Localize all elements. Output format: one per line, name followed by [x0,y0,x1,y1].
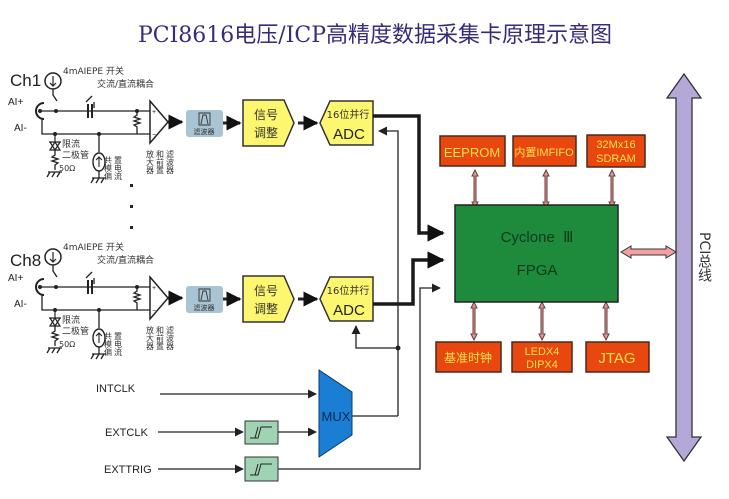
clock-mux: MUX [318,369,353,458]
limiter-label-2: 二极管 [62,149,89,161]
bnc-connector-icon [35,102,45,120]
iepe-switch-label: 4mAIEPE 开关 [63,241,124,253]
amp-label-3: 滤波器 [166,325,175,351]
svg-text:LEDX4: LEDX4 [525,346,560,358]
led-dip-block: LEDX4 DIPX4 [511,341,573,373]
exttrig-schmitt-trigger [244,456,279,482]
amp-label-2: 和前置 [156,326,165,350]
svg-text:基准时钟: 基准时钟 [444,350,492,365]
pci-bus: PCI总线 [665,72,712,463]
resistor-label: 50Ω [59,164,75,173]
ai-minus-label: AI- [14,123,27,134]
channel-label: Ch8 [10,251,41,270]
svg-text:+: + [152,109,156,116]
svg-text:JTAG: JTAG [598,350,635,367]
schmitt-icon [250,463,272,476]
fpga-label-2: FPGA [517,262,558,279]
channel-1: Ch1 4mAIEPE 开关 交流/直流耦合 AI+ AI- 50Ω 限流 二极… [8,65,374,184]
amplifier-icon [149,98,169,146]
adc-box [319,276,374,322]
diagram-title: PCI8616电压/ICP高精度数据采集卡原理示意图 [138,23,612,48]
coupling-capacitor-icon [87,104,93,118]
bnc-connector-icon [35,278,45,296]
channel-label: Ch1 [10,71,41,90]
eeprom-block: EEPROM [439,135,506,167]
intclk-label: INTCLK [96,383,136,395]
adc8-data-bus [373,251,445,306]
svg-text:内置IMFIFO: 内置IMFIFO [514,145,574,159]
extclk-schmitt-trigger [244,420,279,445]
ellipsis-dot [130,184,133,187]
amp-label-1: 放大器 [146,149,155,175]
iepe-switch-label: 4mAIEPE 开关 [63,65,124,77]
ellipsis-dot [130,226,133,229]
limiter-label-2: 二极管 [62,325,89,337]
ground-icon [46,171,62,178]
filter-icon [198,112,211,126]
fpga-label-1: Cyclone Ⅲ [501,229,574,246]
filter-box [186,286,223,313]
adc-label-top: 16位并行 [327,108,370,121]
jtag-block: JTAG [585,341,650,373]
bias-label-2: 置电流 [114,156,123,181]
svg-text:+: + [152,285,156,292]
adc-box [319,100,374,146]
filter-label: 滤波器 [194,127,215,136]
resistor-label: 50Ω [59,340,75,349]
svg-text:SDRAM: SDRAM [596,153,636,165]
ai-minus-label: AI- [14,299,27,310]
filter-icon [198,288,211,302]
trigger-line [278,283,441,470]
amp-label-1: 放大器 [146,325,155,351]
schmitt-icon [250,426,272,439]
mux-label: MUX [322,409,351,424]
fpga-block: Cyclone Ⅲ FPGA [454,204,619,303]
coupling-label: 交流/直流耦合 [97,254,154,266]
adc-clock-line [378,126,399,416]
svg-text:EEPROM: EEPROM [444,145,500,160]
pci-bus-label: PCI总线 [696,232,712,283]
bias-label-1: 共模偏 [104,332,113,357]
svg-text:DIPX4: DIPX4 [526,359,558,371]
adc-label-bottom: ADC [333,302,365,319]
amp-label-3: 滤波器 [166,149,175,175]
sdram-block: 32Mx16 SDRAM [586,134,646,168]
conditioning-label-2: 调整 [254,125,278,140]
adc1-data-bus [373,114,445,242]
amp-label-2: 和前置 [156,150,165,174]
signal-conditioning-box [242,275,295,323]
conditioning-label-2: 调整 [254,301,278,316]
ground-icon [46,347,62,354]
ai-plus-label: AI+ [8,97,23,108]
filter-box [186,110,223,137]
channel-8: Ch8 4mAIEPE 开关 交流/直流耦合 AI+ AI- 50Ω 限流 二极… [8,241,374,360]
svg-text:32Mx16: 32Mx16 [596,139,635,151]
conditioning-label-1: 信号 [254,108,278,122]
filter-label: 滤波器 [194,303,215,312]
limiter-label-1: 限流 [62,138,80,150]
coupling-capacitor-icon [87,280,93,294]
adc-label-bottom: ADC [333,126,365,143]
svg-text:−: − [152,132,156,139]
adc-label-top: 16位并行 [327,284,370,297]
bias-label-1: 共模偏 [104,156,113,181]
ref-clock-block: 基准时钟 [435,341,502,373]
coupling-label: 交流/直流耦合 [97,78,154,90]
exttrig-label: EXTTRIG [104,464,152,476]
fpga-pci-link [620,245,677,259]
amplifier-icon [149,274,169,322]
conditioning-label-1: 信号 [254,284,278,298]
extclk-label: EXTCLK [105,427,148,439]
signal-conditioning-box [242,99,295,147]
limiter-label-1: 限流 [62,314,80,326]
imfifo-block: 内置IMFIFO [512,135,577,167]
ellipsis-dot [130,205,133,208]
bias-label-2: 置电流 [114,332,123,357]
limiter-diode-icon [48,134,62,152]
limiter-diode-icon [48,310,62,328]
svg-text:−: − [152,308,156,315]
ai-plus-label: AI+ [8,273,23,284]
